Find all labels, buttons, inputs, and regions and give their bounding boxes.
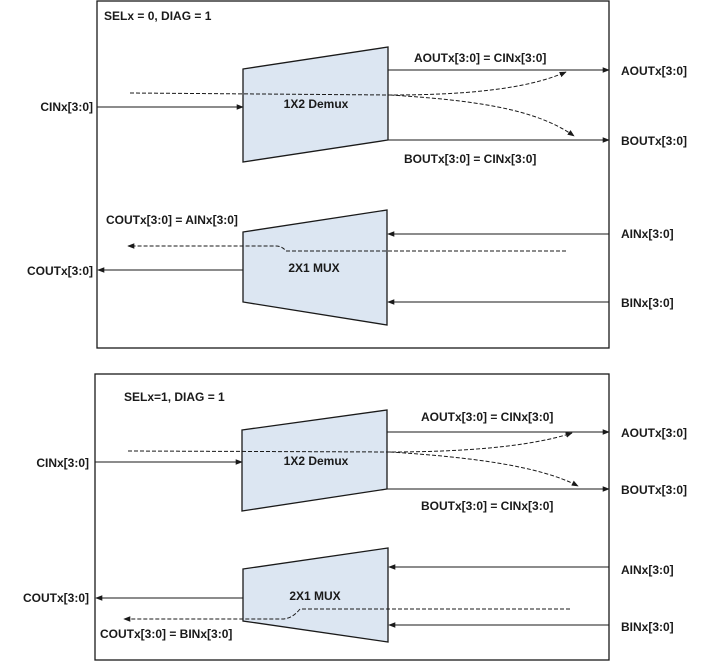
cout-expression: COUTx[3:0] = AINx[3:0] (106, 213, 238, 227)
path-cin-to-bout (389, 451, 579, 487)
demux-label: 1X2 Demux (284, 454, 349, 468)
bout-expression: BOUTx[3:0] = CINx[3:0] (404, 152, 536, 166)
aout-port-label: AOUTx[3:0] (621, 64, 687, 78)
path-cin-to-aout (127, 432, 573, 453)
aout-expression: AOUTx[3:0] = CINx[3:0] (414, 51, 546, 65)
panel-sel0: SELx = 0, DIAG = 1 1X2 Demux CINx[3:0] A… (27, 0, 687, 349)
cin-port-label: CINx[3:0] (36, 456, 89, 470)
path-bin-to-cout (123, 608, 570, 622)
path-cin-to-aout (129, 71, 567, 96)
mux-block (242, 209, 388, 326)
ain-port-label: AINx[3:0] (621, 227, 674, 241)
panel-frame (96, 0, 610, 349)
cout-expression: COUTx[3:0] = BINx[3:0] (100, 627, 232, 641)
mux-label: 2X1 MUX (288, 261, 339, 275)
bin-port-label: BINx[3:0] (621, 296, 674, 310)
mux-label: 2X1 MUX (289, 589, 340, 603)
panel-sel1: SELx=1, DIAG = 1 1X2 Demux CINx[3:0] AOU… (23, 373, 687, 661)
aout-port-label: AOUTx[3:0] (621, 426, 687, 440)
bout-expression: BOUTx[3:0] = CINx[3:0] (421, 499, 553, 513)
mode-label: SELx=1, DIAG = 1 (124, 390, 225, 404)
aout-expression: AOUTx[3:0] = CINx[3:0] (421, 410, 553, 424)
panel-frame (94, 373, 610, 661)
path-cin-to-bout (389, 94, 575, 137)
ain-port-label: AINx[3:0] (621, 563, 674, 577)
demux-label: 1X2 Demux (284, 97, 349, 111)
bout-port-label: BOUTx[3:0] (621, 134, 687, 148)
cout-port-label: COUTx[3:0] (27, 264, 93, 278)
path-ain-to-cout (127, 243, 566, 252)
cin-port-label: CINx[3:0] (40, 100, 93, 114)
mode-label: SELx = 0, DIAG = 1 (104, 9, 212, 23)
cout-port-label: COUTx[3:0] (23, 591, 89, 605)
bin-port-label: BINx[3:0] (621, 620, 674, 634)
bout-port-label: BOUTx[3:0] (621, 483, 687, 497)
